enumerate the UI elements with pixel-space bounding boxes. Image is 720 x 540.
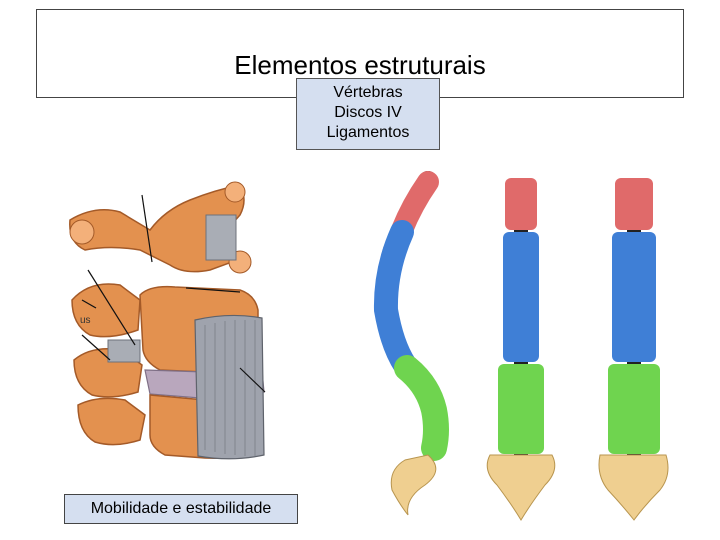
spine-anterior-view (486, 178, 556, 521)
component-vertebras: Vértebras (333, 84, 403, 101)
spine-lateral-view (373, 171, 449, 516)
component-ligaments: Ligamentos (326, 124, 410, 141)
slide-title: Elementos estruturais (234, 50, 486, 80)
vertebra-anatomy-illustration (69, 181, 266, 460)
fragment-label: us (80, 315, 91, 326)
spine-posterior-view (598, 178, 669, 521)
component-discs: Discos IV (334, 104, 402, 121)
structural-elements-list: Vértebras Discos IV Ligamentos (296, 78, 440, 150)
caption: Mobilidade e estabilidade (64, 494, 298, 524)
